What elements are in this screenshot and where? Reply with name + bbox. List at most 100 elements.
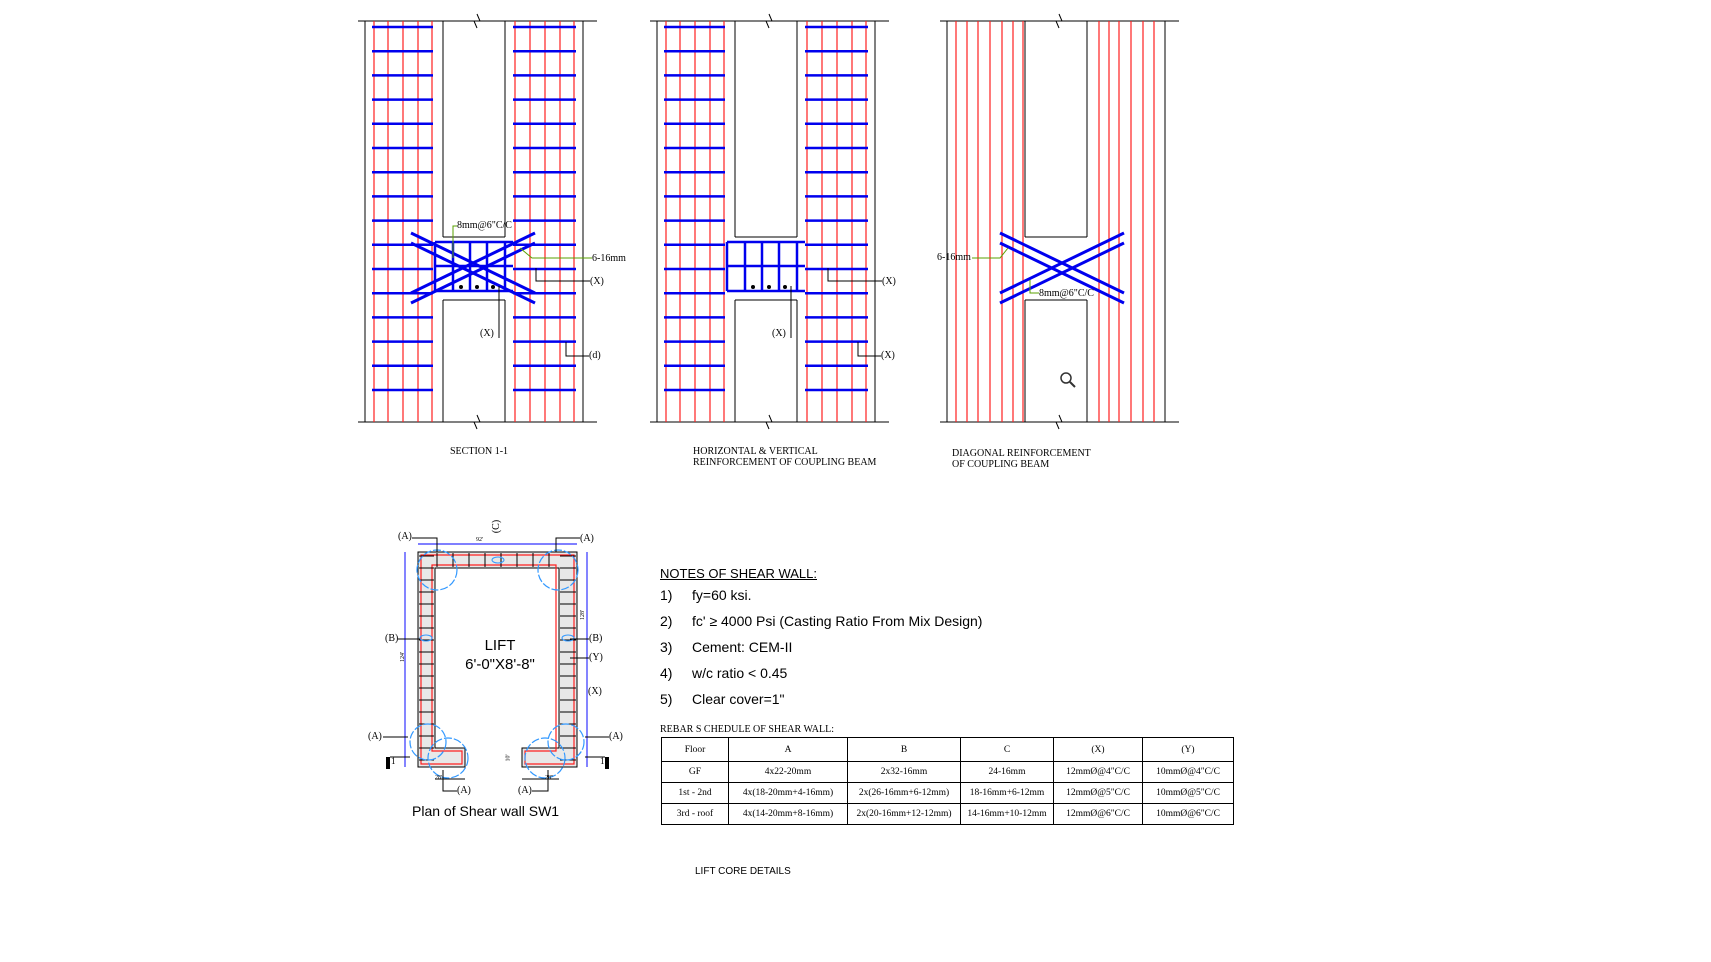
mark-a: (A)	[398, 531, 412, 542]
dim-right: 128'	[580, 609, 587, 621]
mark-x-label: (X)	[480, 328, 494, 339]
shear-wall-plan-drawing	[383, 537, 609, 792]
header-cell: Floor	[661, 737, 729, 762]
mark-b: (B)	[589, 633, 603, 644]
stirrup-label: 8mm@6"C/C	[1039, 288, 1094, 299]
mark-x-label: (X)	[772, 328, 786, 339]
leader-line	[532, 770, 549, 792]
notes-title: NOTES OF SHEAR WALL:	[660, 566, 817, 581]
leader-line	[827, 268, 882, 282]
diagonal-bar	[410, 241, 536, 305]
leader-line	[972, 247, 1009, 259]
section-caption: SECTION 1-1	[450, 446, 509, 457]
cell: 2x32-16mm	[847, 761, 961, 783]
note-item: 4)w/c ratio < 0.45	[660, 665, 788, 681]
cell: 4x(18-20mm+4-16mm)	[728, 782, 848, 804]
mark-a: (A)	[368, 731, 382, 742]
coupling-beam-hv-drawing	[650, 13, 889, 430]
bar-group-marker	[419, 634, 433, 642]
coupling-beam-diagonal-drawing	[940, 13, 1179, 430]
section-cut-marker	[605, 757, 609, 769]
table-header-row: Floor A B C (X) (Y)	[661, 737, 1234, 762]
cell: 10mmØ@5"C/C	[1142, 782, 1234, 804]
cell: 12mmØ@5"C/C	[1053, 782, 1143, 804]
header-cell: (Y)	[1142, 737, 1234, 762]
cell: 18-16mm+6-12mm	[960, 782, 1054, 804]
leader-line	[555, 537, 580, 552]
cell: 4x22-20mm	[728, 761, 848, 783]
magnifier-icon[interactable]	[1060, 372, 1076, 388]
leader-line	[565, 342, 589, 357]
leader-line	[857, 342, 881, 357]
leader-line	[535, 268, 590, 282]
mark-a: (A)	[457, 785, 471, 796]
dim-flange: 10'	[505, 754, 512, 762]
mark-x-label: (X)	[881, 350, 895, 361]
mark-b: (B)	[385, 633, 399, 644]
leader-line	[442, 770, 457, 792]
note-item: 2)fc' ≥ 4000 Psi (Casting Ratio From Mix…	[660, 613, 983, 629]
mark-a: (A)	[580, 533, 594, 544]
diagonal-bar	[999, 241, 1125, 305]
bar-dot	[767, 285, 771, 289]
leader-line	[412, 537, 438, 552]
break-symbol	[1055, 13, 1063, 29]
break-symbol	[473, 13, 481, 29]
leader-line	[519, 247, 592, 259]
cell: GF	[661, 761, 729, 783]
revision-cloud	[524, 737, 566, 779]
mark-d-label: (d)	[589, 350, 601, 361]
bar-dot	[491, 285, 495, 289]
mark-c: (C)	[491, 519, 503, 534]
mark-a: (A)	[518, 785, 532, 796]
break-symbol	[1055, 414, 1063, 430]
cell: 24-16mm	[960, 761, 1054, 783]
revision-cloud	[427, 737, 469, 779]
plan-caption: Plan of Shear wall SW1	[412, 803, 560, 819]
cell: 12mmØ@4"C/C	[1053, 761, 1143, 783]
shear-wall-notes: NOTES OF SHEAR WALL: 1)fy=60 ksi. 2)fc' …	[660, 566, 982, 717]
header-cell: A	[728, 737, 848, 762]
diagonal-bar-label: 6-16mm	[592, 253, 626, 264]
dim-bottom-right: 28"	[545, 775, 554, 781]
note-item: 3)Cement: CEM-II	[660, 639, 793, 655]
section-cut-marker	[386, 757, 390, 769]
revision-cloud	[547, 723, 585, 761]
mark-a: (A)	[609, 731, 623, 742]
bar-dot	[475, 285, 479, 289]
note-item: 5)Clear cover=1"	[660, 691, 785, 707]
cell: 2x(20-16mm+12-12mm)	[847, 803, 961, 825]
mark-x-label: (X)	[882, 276, 896, 287]
cell: 4x(14-20mm+8-16mm)	[728, 803, 848, 825]
bar-group-marker	[491, 556, 505, 564]
cell: 1st - 2nd	[661, 782, 729, 804]
dim-top: 92'	[476, 537, 484, 543]
cell: 14-16mm+10-12mm	[960, 803, 1054, 825]
bar-dot	[459, 285, 463, 289]
header-cell: B	[847, 737, 961, 762]
mark-y: (Y)	[589, 652, 603, 663]
section-1-1-drawing	[358, 13, 597, 430]
bar-group-marker	[561, 634, 575, 642]
break-symbol	[765, 13, 773, 29]
break-symbol	[765, 414, 773, 430]
drawing-footer-title: LIFT CORE DETAILS	[695, 866, 791, 877]
mark-x-label: (X)	[590, 276, 604, 287]
cell: 3rd - roof	[661, 803, 729, 825]
header-cell: (X)	[1053, 737, 1143, 762]
dim-bottom-left: 28"	[435, 775, 444, 781]
diagonal-bar-label: 6-16mm	[937, 252, 971, 263]
diagonal-bar	[999, 231, 1125, 295]
section-mark: 1	[600, 756, 605, 766]
schedule-title: REBAR S CHEDULE OF SHEAR WALL:	[660, 724, 834, 735]
cell: 12mmØ@6"C/C	[1053, 803, 1143, 825]
section-mark: 1	[391, 756, 396, 766]
leader-line	[1029, 280, 1039, 294]
